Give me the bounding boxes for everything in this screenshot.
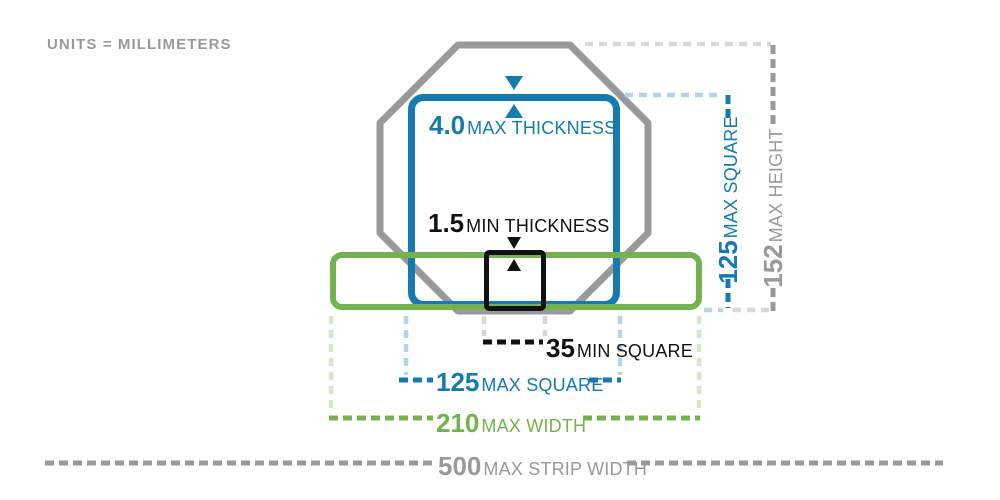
min-thickness-arrow-up-icon xyxy=(507,259,521,271)
max-square-horizontal-value: 125 xyxy=(436,367,480,397)
min-square-text: MIN SQUARE xyxy=(576,341,693,361)
max-width-text: MAX WIDTH xyxy=(481,416,587,436)
max-width-label: 210 MAX WIDTH xyxy=(436,410,586,436)
octagon-max-height-outline xyxy=(376,41,652,315)
max-thickness-arrow-up-icon xyxy=(505,104,523,118)
min-square-label: 35 MIN SQUARE xyxy=(546,335,693,361)
min-thickness-arrow-down-icon xyxy=(507,237,521,249)
max-strip-width-value: 500 xyxy=(438,451,482,481)
max-thickness-arrow-down-icon xyxy=(505,76,523,90)
max-square-vertical-text: MAX SQUARE xyxy=(721,116,741,239)
max-strip-width-text: MAX STRIP WIDTH xyxy=(483,459,648,479)
units-note: UNITS = MILLIMETERS xyxy=(47,36,232,53)
max-square-horizontal-label: 125 MAX SQUARE xyxy=(436,369,603,395)
max-thickness-label: 4.0 MAX THICKNESS xyxy=(429,112,616,138)
max-thickness-text: MAX THICKNESS xyxy=(467,118,617,138)
max-height-text: MAX HEIGHT xyxy=(766,128,786,243)
min-thickness-text: MIN THICKNESS xyxy=(466,216,610,236)
max-thickness-value: 4.0 xyxy=(429,110,466,140)
max-width-value: 210 xyxy=(436,408,480,438)
min-thickness-value: 1.5 xyxy=(428,208,465,238)
min-square-value: 35 xyxy=(546,333,575,363)
max-square-horizontal-text: MAX SQUARE xyxy=(481,375,604,395)
min-thickness-label: 1.5 MIN THICKNESS xyxy=(428,210,609,236)
min-square-outline xyxy=(484,250,546,311)
max-height-value: 152 xyxy=(758,244,788,288)
max-square-vertical-label: 125 MAX SQUARE xyxy=(713,116,743,284)
max-strip-width-label: 500 MAX STRIP WIDTH xyxy=(438,453,647,479)
max-square-vertical-value: 125 xyxy=(713,240,743,284)
max-height-label: 152 MAX HEIGHT xyxy=(758,128,788,288)
